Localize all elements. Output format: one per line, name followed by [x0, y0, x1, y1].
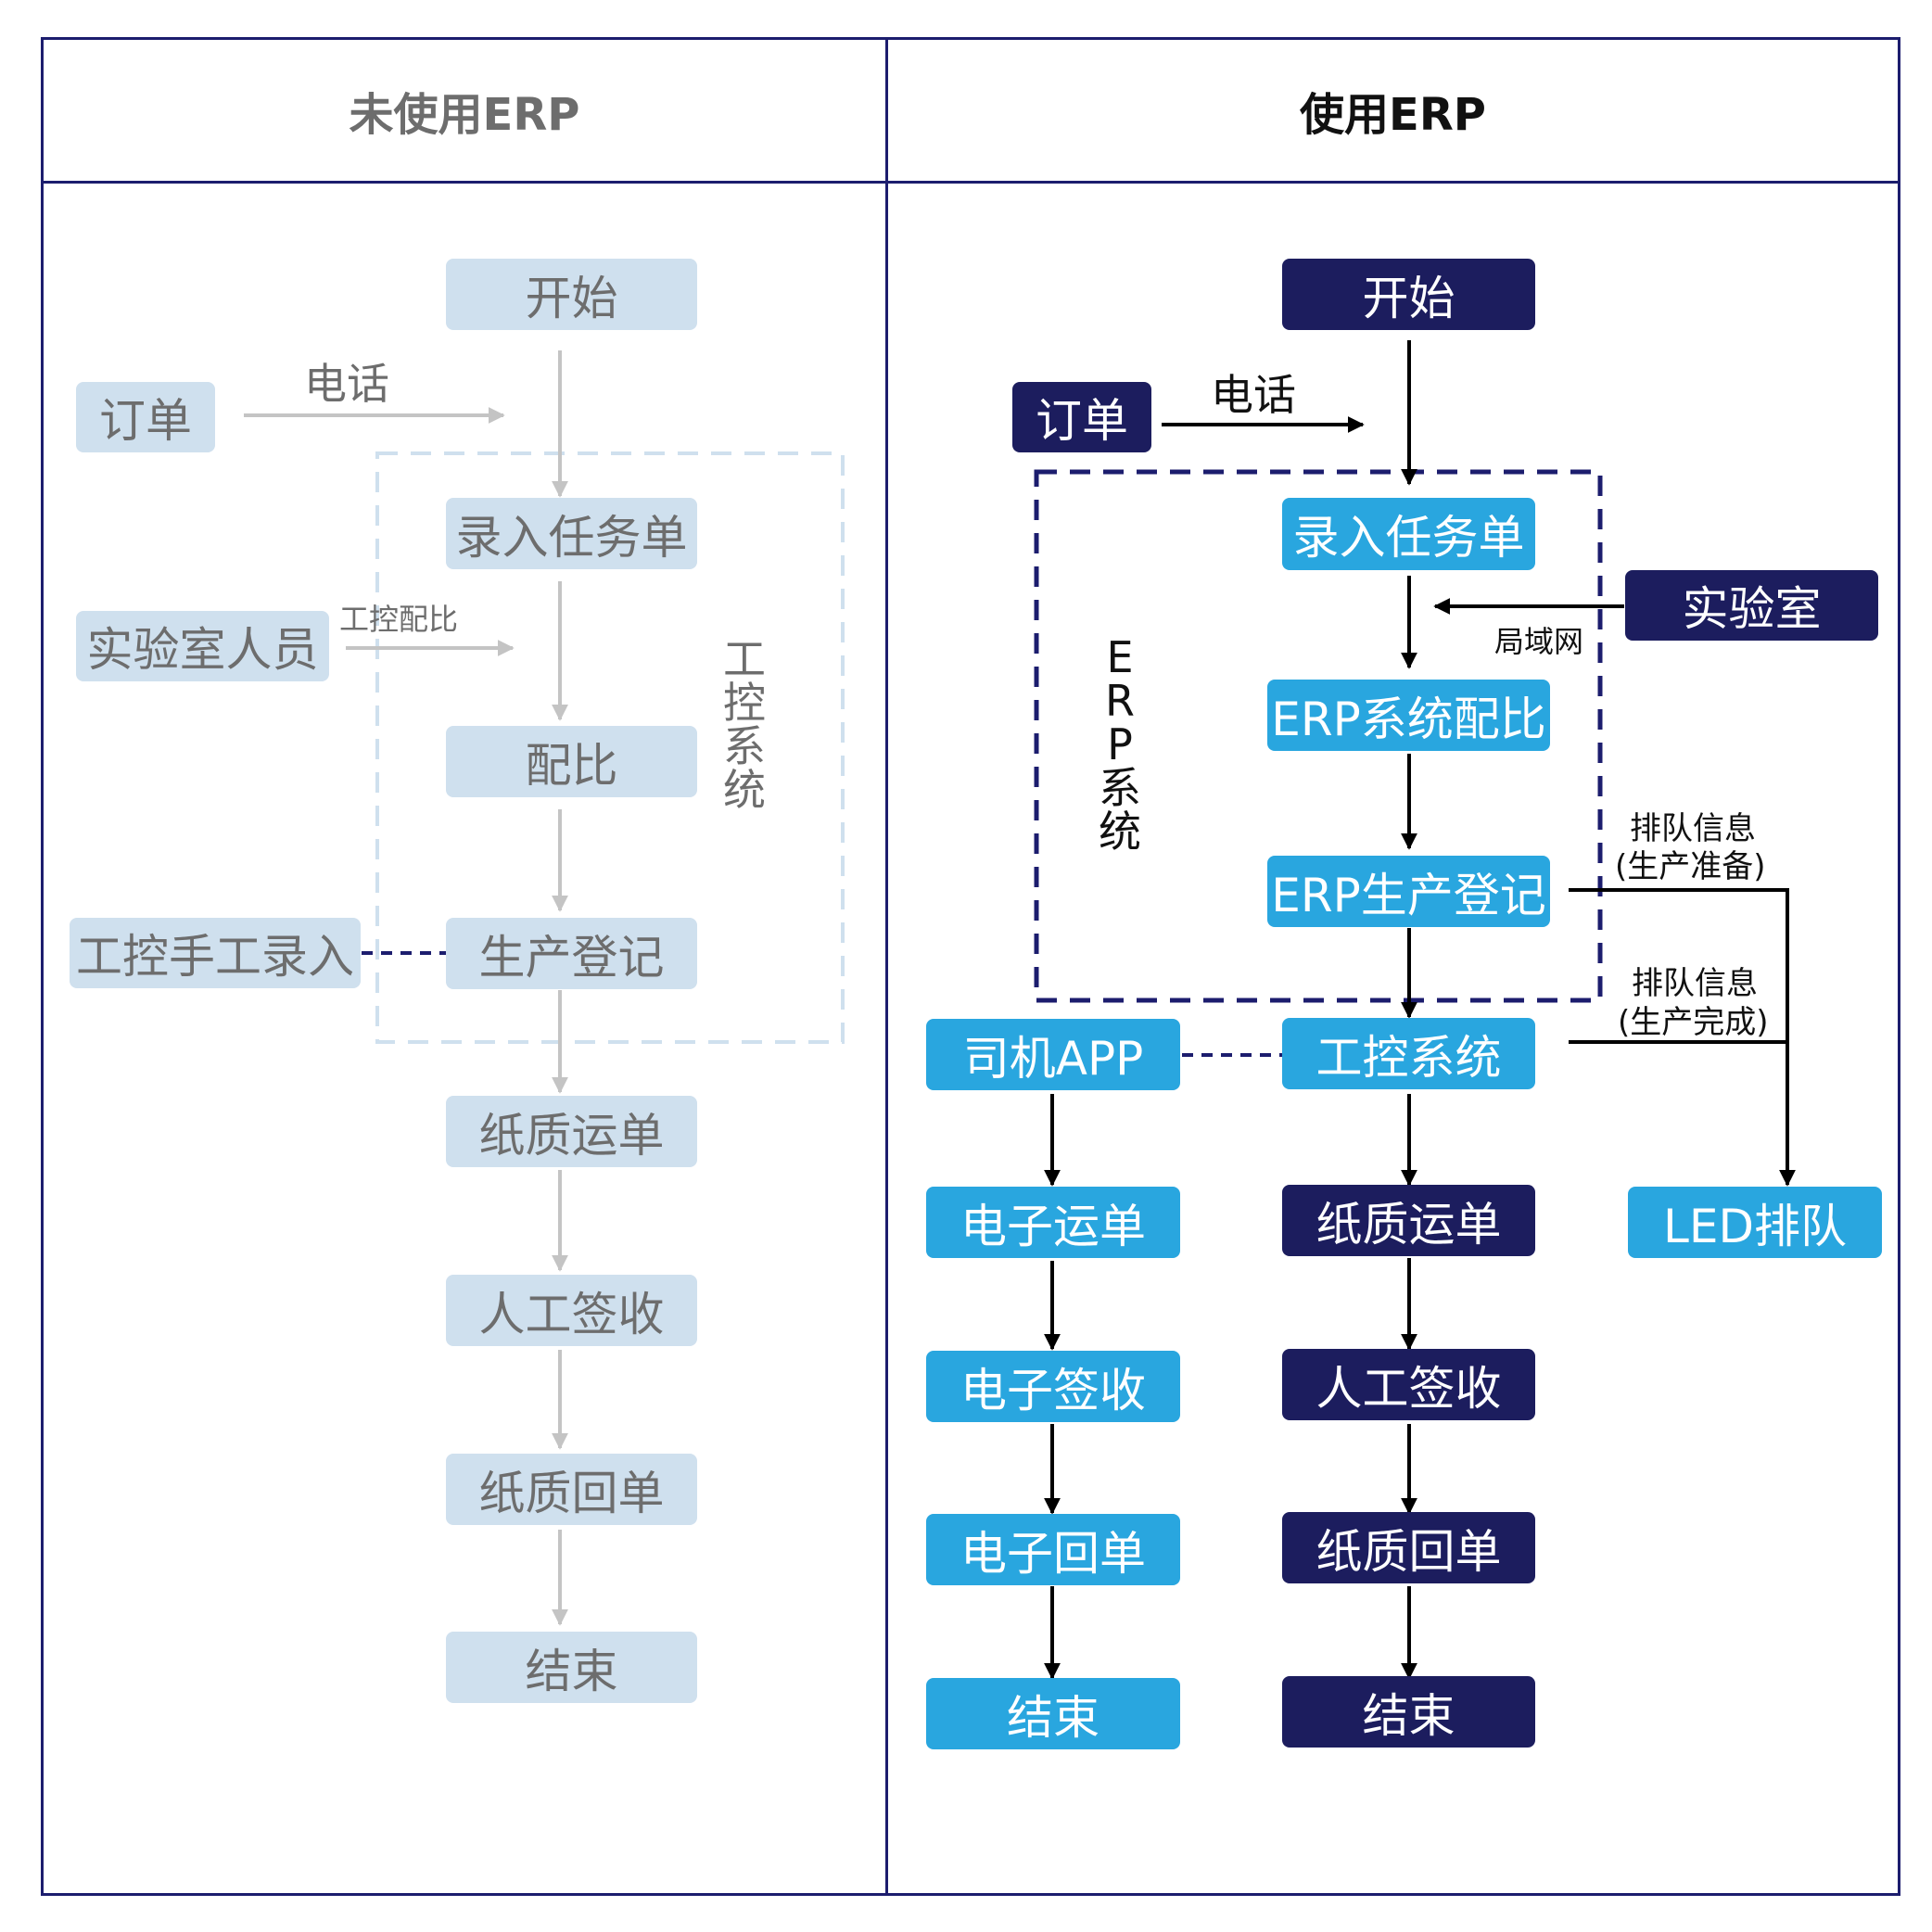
left-start-node: 开始	[446, 259, 697, 330]
ctrl-system-region	[375, 451, 845, 1044]
left-lab-staff-node: 实验室人员	[76, 611, 329, 681]
right-led-queue-node: LED排队	[1628, 1187, 1882, 1258]
right-lab-node: 实验室	[1625, 570, 1878, 641]
ctrl-mix-label: 工控配比	[339, 602, 459, 637]
left-panel-title: 未使用ERP	[44, 40, 885, 184]
queue-done-label-1: 排队信息	[1632, 965, 1758, 1002]
queue-prep-label-1: 排队信息	[1630, 810, 1756, 847]
line-reg-to-led	[1569, 888, 1796, 1187]
right-panel: 使用ERP	[885, 37, 1900, 1896]
right-e-sign-node: 电子签收	[926, 1351, 1180, 1422]
right-ctrl-system-node: 工控系统	[1282, 1018, 1535, 1089]
right-e-waybill-node: 电子运单	[926, 1187, 1180, 1258]
ctrl-system-label: 工控系统	[723, 634, 766, 815]
left-manual-entry-node: 工控手工录入	[70, 918, 361, 988]
left-end-node: 结束	[446, 1632, 697, 1703]
right-paper-receipt-node: 纸质回单	[1282, 1512, 1535, 1583]
right-driver-app-node: 司机APP	[926, 1019, 1180, 1090]
left-manual-sign-node: 人工签收	[446, 1275, 697, 1346]
phone-label: 电话	[304, 359, 389, 409]
left-mixing-node: 配比	[446, 726, 697, 797]
r-phone-label: 电话	[1211, 370, 1296, 420]
right-panel-title: 使用ERP	[888, 40, 1898, 184]
right-start-node: 开始	[1282, 259, 1535, 330]
right-manual-sign-node: 人工签收	[1282, 1349, 1535, 1420]
queue-prep-label-2: (生产准备)	[1615, 848, 1766, 885]
right-erp-mix-node: ERP系统配比	[1267, 680, 1550, 751]
right-erp-production-node: ERP生产登记	[1267, 856, 1550, 927]
right-e-receipt-node: 电子回单	[926, 1514, 1180, 1585]
left-paper-waybill-node: 纸质运单	[446, 1096, 697, 1167]
erp-system-region	[1034, 469, 1603, 1003]
left-paper-receipt-node: 纸质回单	[446, 1454, 697, 1525]
right-end-left-node: 结束	[926, 1678, 1180, 1749]
left-task-entry-node: 录入任务单	[446, 498, 697, 569]
right-end-right-node: 结束	[1282, 1676, 1535, 1748]
queue-done-label-2: (生产完成)	[1618, 1004, 1769, 1041]
left-production-reg-node: 生产登记	[446, 918, 697, 989]
right-paper-waybill-node: 纸质运单	[1282, 1185, 1535, 1256]
right-task-entry-node: 录入任务单	[1282, 498, 1535, 570]
left-order-node: 订单	[76, 382, 215, 452]
lan-label: 局域网	[1494, 624, 1584, 659]
right-order-node: 订单	[1012, 382, 1151, 452]
